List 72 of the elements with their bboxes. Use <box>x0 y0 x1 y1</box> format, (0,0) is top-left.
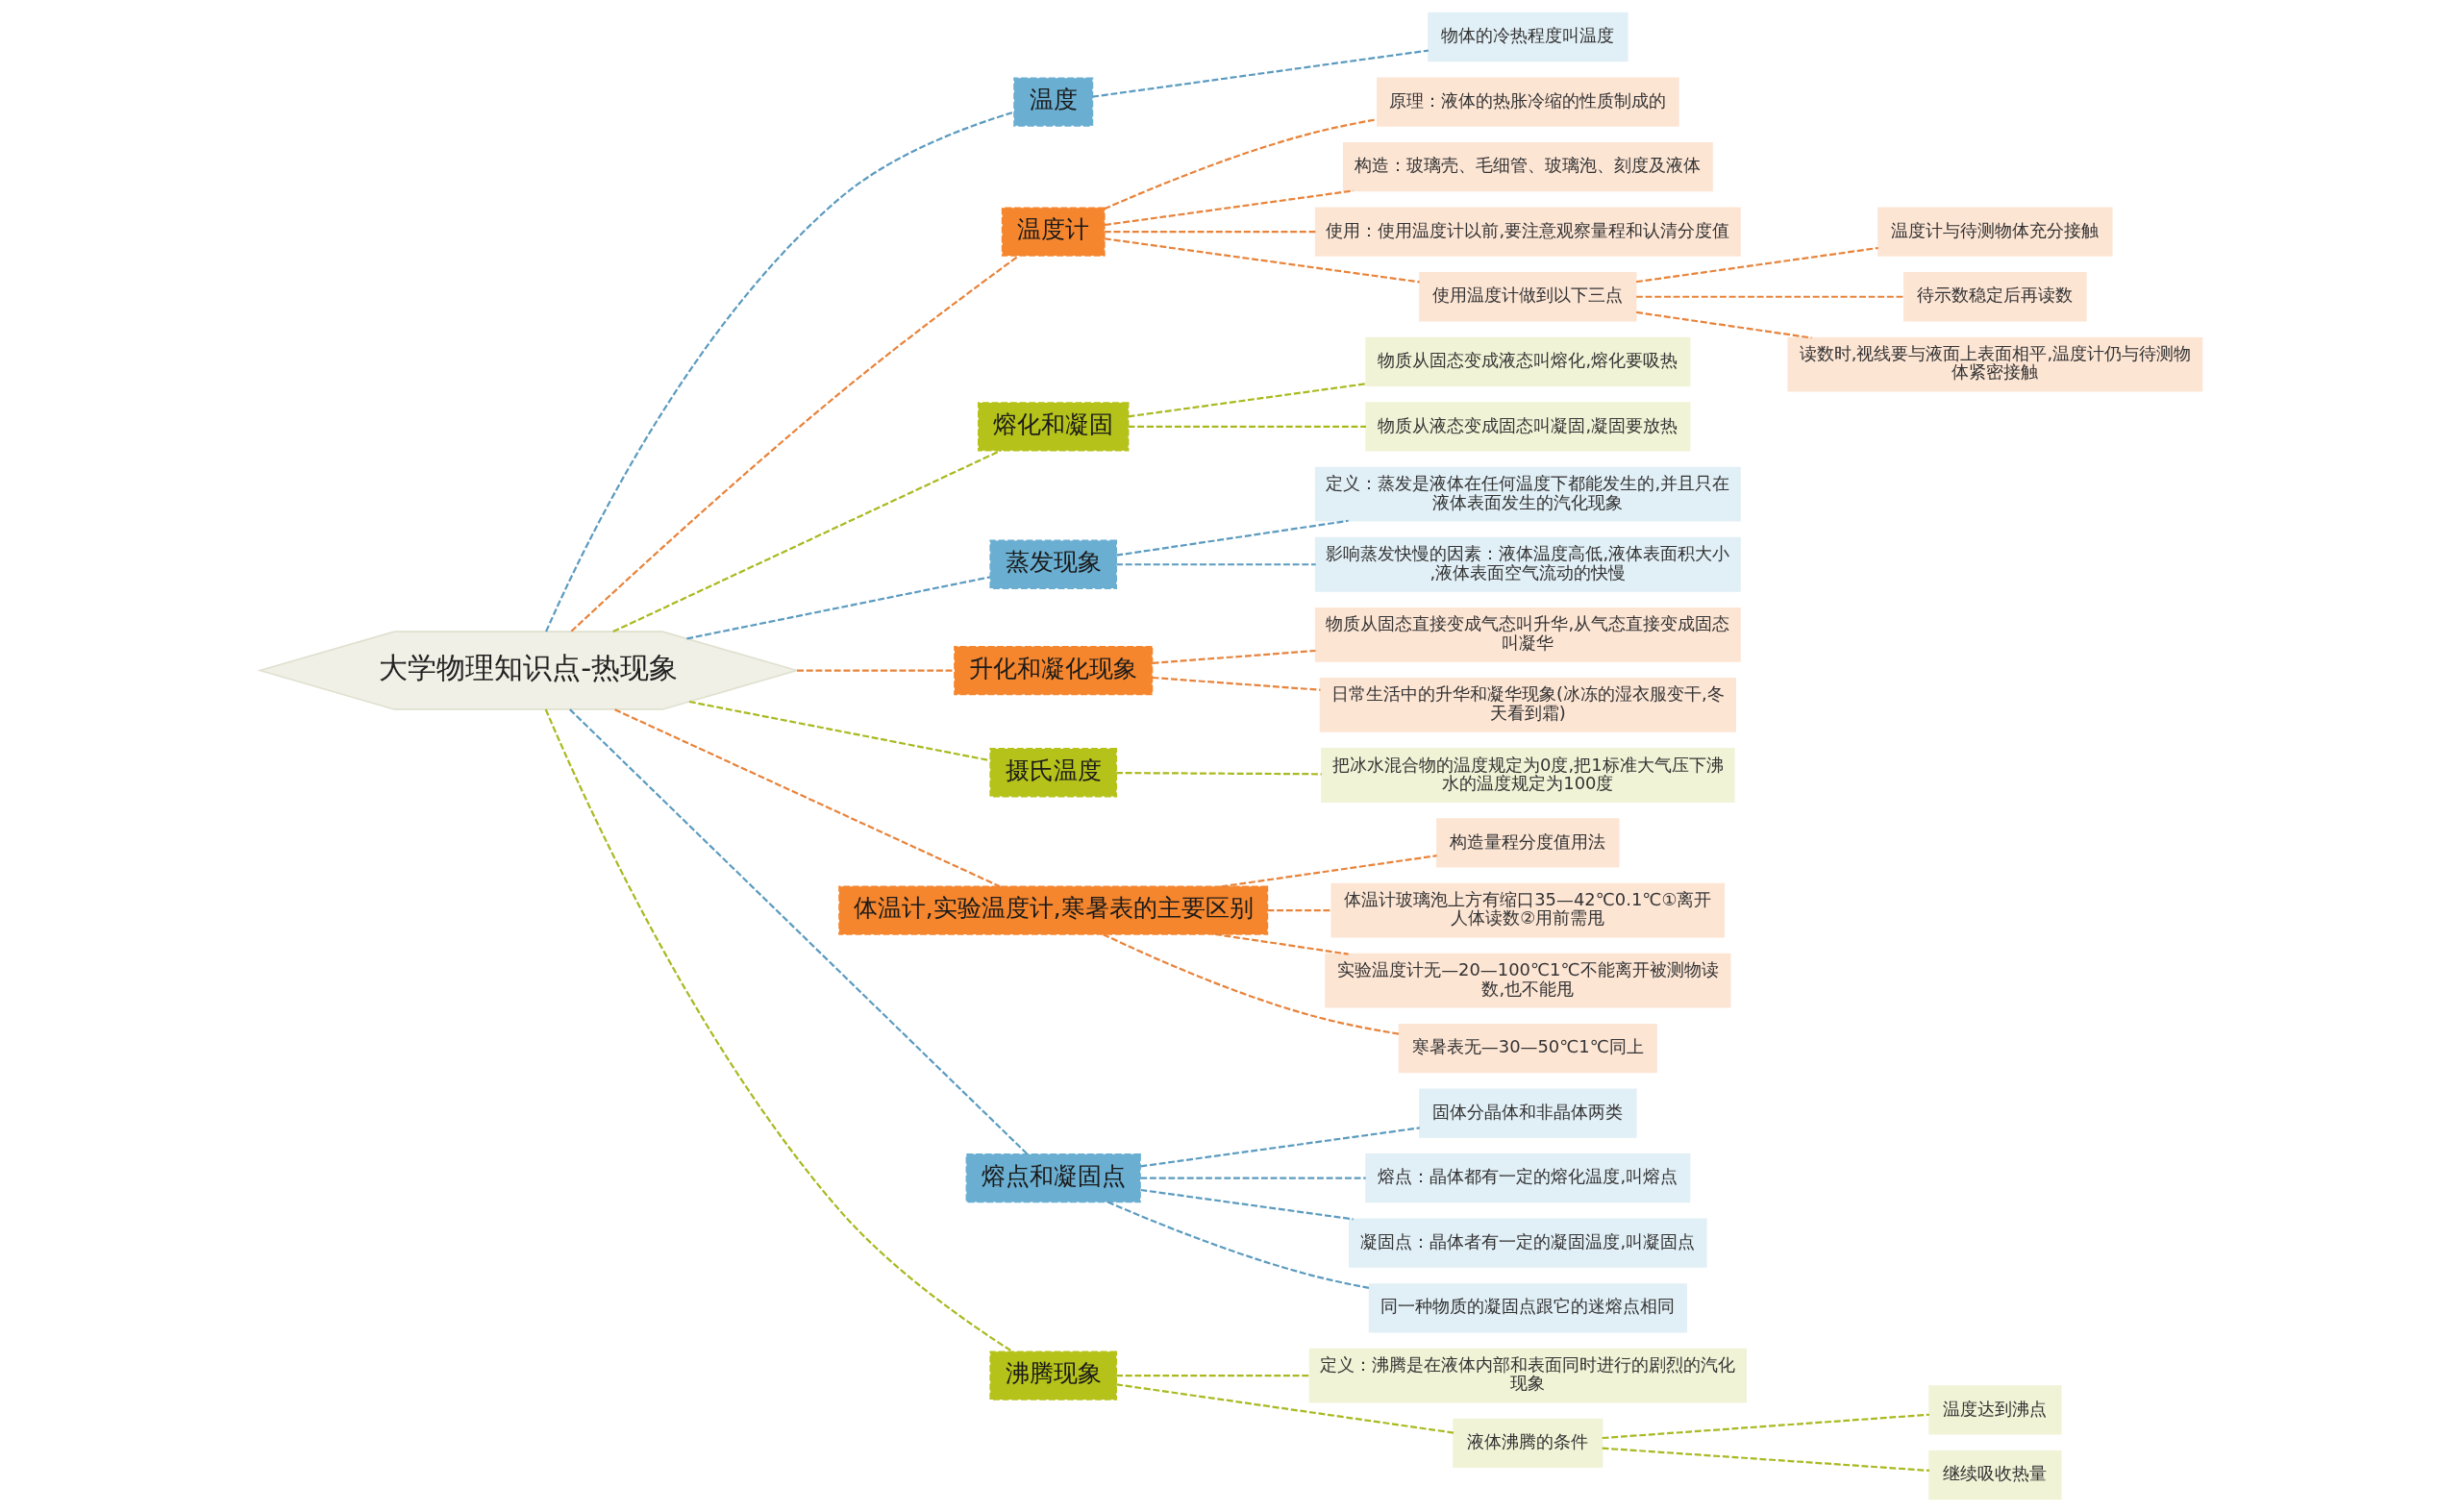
connector <box>1602 1447 1929 1473</box>
node-box: 蒸发现象 <box>988 539 1117 589</box>
connector <box>1104 189 1354 227</box>
node-box: 液体沸腾的条件 <box>1452 1418 1603 1469</box>
node-box: 日常生活中的升华和凝华现象(冰冻的湿衣服变干,冬天看到霜) <box>1319 678 1736 732</box>
node-box: 温度 <box>1012 77 1093 127</box>
connector <box>1104 237 1420 284</box>
node-box: 构造：玻璃壳、毛细管、玻璃泡、刻度及液体 <box>1342 141 1713 192</box>
node-box: 使用：使用温度计以前,要注意观察量程和认清分度值 <box>1314 207 1741 257</box>
connector <box>1128 425 1366 428</box>
connector <box>544 708 1013 1353</box>
connector <box>611 449 1001 633</box>
node-box: 升化和凝化现象 <box>953 645 1153 696</box>
connector <box>1214 932 1349 955</box>
connector <box>1103 118 1378 211</box>
node-box: 定义：蒸发是液体在任何温度下都能发生的,并且只在液体表面发生的汽化现象 <box>1314 466 1741 522</box>
connector <box>1220 855 1437 888</box>
connector <box>1128 383 1366 418</box>
node-box: 熔化和凝固 <box>977 402 1129 452</box>
connector <box>1152 649 1316 664</box>
connector <box>1104 231 1316 234</box>
connector <box>1267 909 1331 912</box>
connector <box>685 576 990 640</box>
connector <box>1140 1177 1366 1179</box>
node-box: 同一种物质的凝固点跟它的迷熔点相同 <box>1368 1283 1687 1333</box>
connector <box>1139 1127 1420 1168</box>
node-box: 寒暑表无—30—50℃1℃同上 <box>1398 1023 1657 1074</box>
node-box: 待示数稳定后再读数 <box>1902 272 2087 322</box>
node-box: 温度计 <box>1001 207 1106 257</box>
connector <box>1602 1413 1929 1440</box>
connector <box>1139 1188 1354 1221</box>
node-box: 影响蒸发快慢的因素：液体温度高低,液体表面积大小,液体表面空气流动的快慢 <box>1314 536 1741 592</box>
connector <box>570 255 1020 632</box>
node-box: 构造量程分度值用法 <box>1435 818 1620 868</box>
node-box: 物质从液态变成固态叫凝固,凝固要放热 <box>1364 402 1690 452</box>
connector <box>796 669 954 672</box>
connector <box>1115 563 1316 566</box>
node-box: 物质从固态变成液态叫熔化,熔化要吸热 <box>1364 336 1690 386</box>
node-box: 温度达到沸点 <box>1927 1385 2061 1435</box>
node-box: 定义：沸腾是在液体内部和表面同时进行的剧烈的汽化现象 <box>1308 1348 1747 1403</box>
node-box: 把冰水混合物的温度规定为0度,把1标准大气压下沸水的温度规定为100度 <box>1320 748 1735 803</box>
connector <box>1115 1383 1454 1434</box>
node-box: 熔点和凝固点 <box>965 1153 1141 1203</box>
node-box: 温度计与待测物体充分接触 <box>1877 207 2113 257</box>
connector <box>1635 295 1904 298</box>
connector <box>688 700 990 762</box>
connector <box>1635 310 1812 339</box>
connector <box>1102 933 1399 1035</box>
node-box: 原理：液体的热胀冷缩的性质制成的 <box>1376 77 1679 127</box>
connector <box>1106 1201 1369 1289</box>
node-box: 摄氏温度 <box>988 748 1117 798</box>
connector <box>1091 49 1429 98</box>
node-box: 体温计玻璃泡上方有缩口35—42℃0.1℃①离开人体读数②用前需甩 <box>1330 882 1725 938</box>
connector <box>1635 246 1878 284</box>
node-box: 体温计,实验温度计,寒暑表的主要区别 <box>837 885 1268 935</box>
connector <box>1115 772 1322 776</box>
connector <box>1152 676 1321 691</box>
connector <box>544 111 1014 632</box>
node-box: 继续吸收热量 <box>1927 1450 2061 1500</box>
node-box: 使用温度计做到以下三点 <box>1418 272 1637 322</box>
connector <box>613 708 1001 888</box>
node-box: 物体的冷热程度叫温度 <box>1427 12 1628 62</box>
connector <box>1115 519 1349 557</box>
node-box: 固体分晶体和非晶体两类 <box>1418 1088 1637 1138</box>
node-box: 凝固点：晶体者有一定的凝固温度,叫凝固点 <box>1348 1218 1707 1268</box>
node-box: 实验温度计无—20—100℃1℃不能离开被测物读数,也不能甩 <box>1324 953 1730 1008</box>
connector <box>1115 1375 1310 1377</box>
node-box: 物质从固态直接变成气态叫升华,从气态直接变成固态叫凝华 <box>1314 607 1741 662</box>
node-box: 读数时,视线要与液面上表面相平,温度计仍与待测物体紧密接触 <box>1786 336 2202 392</box>
node-box: 熔点：晶体都有一定的熔化温度,叫熔点 <box>1364 1153 1690 1203</box>
connector <box>568 708 1028 1155</box>
node-box: 沸腾现象 <box>988 1351 1117 1400</box>
